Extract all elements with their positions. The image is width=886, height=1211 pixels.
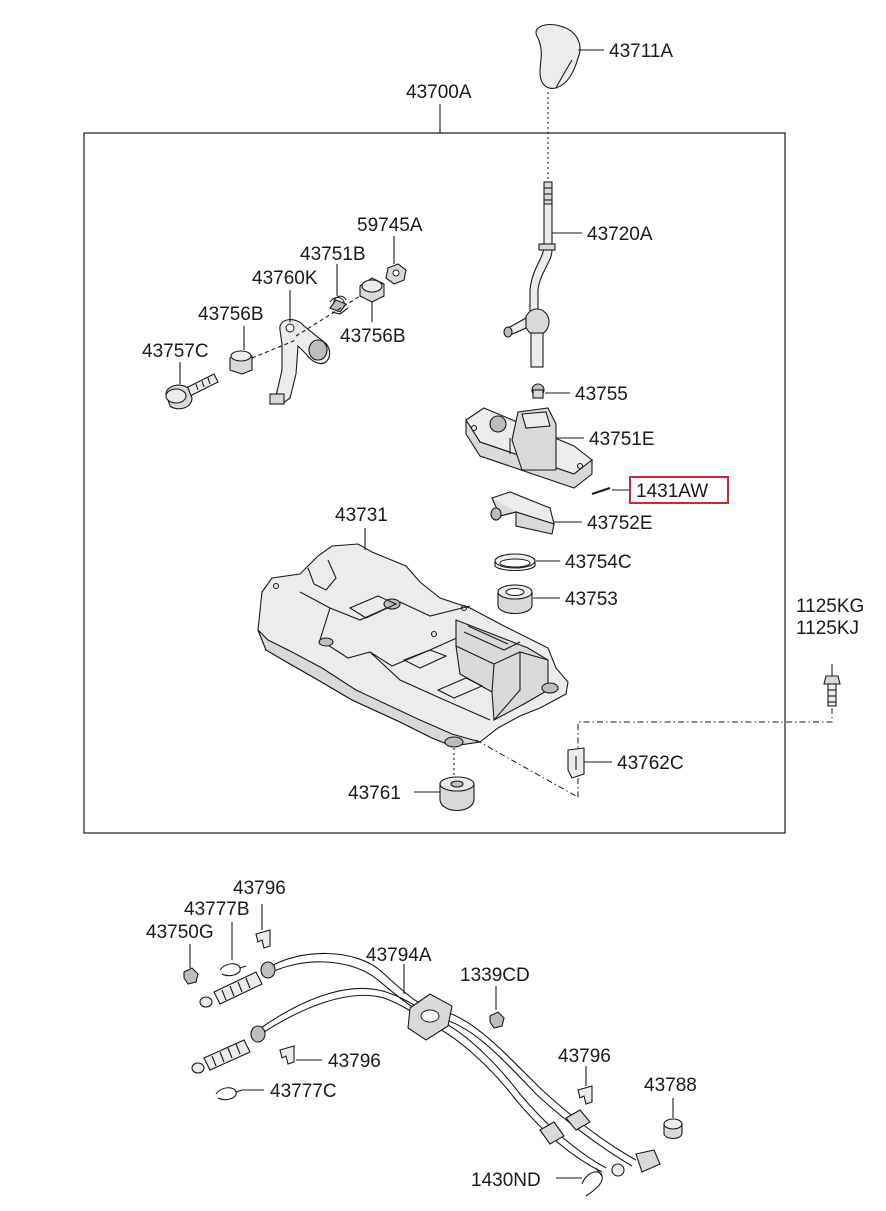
bracket-43752E-part[interactable]	[490, 491, 555, 535]
mount-43761-part[interactable]	[439, 776, 475, 812]
label-43711A[interactable]: 43711A	[609, 41, 673, 62]
lever-housing-part[interactable]	[465, 407, 593, 489]
spring-43751B-part[interactable]	[329, 295, 349, 315]
label-43777B[interactable]: 43777B	[184, 899, 250, 920]
label-43752E[interactable]: 43752E	[587, 513, 653, 534]
label-43754C[interactable]: 43754C	[565, 552, 632, 573]
label-1339CD[interactable]: 1339CD	[460, 965, 530, 986]
label-59745A[interactable]: 59745A	[357, 215, 423, 236]
label-43755[interactable]: 43755	[575, 384, 628, 405]
nut-59745A-part[interactable]	[385, 263, 407, 285]
label-43796-top[interactable]: 43796	[233, 878, 286, 899]
label-43788[interactable]: 43788	[644, 1075, 697, 1096]
assembly-frame	[83, 132, 786, 834]
base-plate-part[interactable]	[257, 543, 569, 748]
shift-lever-part[interactable]	[503, 181, 556, 368]
label-1125KJ[interactable]: 1125KJ	[796, 618, 859, 639]
clip-43777B-part[interactable]	[219, 963, 247, 977]
label-43796-mid[interactable]: 43796	[328, 1051, 381, 1072]
highlight-box	[629, 476, 729, 504]
label-43750G[interactable]: 43750G	[146, 922, 214, 943]
arm-43760K-part[interactable]	[269, 319, 331, 405]
clip-43777C-part[interactable]	[215, 1087, 243, 1101]
pin-1431AW-part[interactable]	[591, 486, 611, 496]
label-43756B-right[interactable]: 43756B	[340, 326, 406, 347]
clip-43762C-part[interactable]	[567, 747, 585, 779]
nut-43750G-part[interactable]	[183, 967, 199, 985]
nut-1339CD-part[interactable]	[489, 1011, 505, 1029]
label-1430ND[interactable]: 1430ND	[471, 1170, 541, 1191]
label-1431AW[interactable]: 1431AW	[636, 481, 708, 502]
shift-knob-part[interactable]	[535, 23, 581, 89]
label-43777C[interactable]: 43777C	[270, 1081, 337, 1102]
bushing-43755-part[interactable]	[531, 383, 545, 399]
label-43756B-left[interactable]: 43756B	[198, 304, 264, 325]
clip-43796-mid-part[interactable]	[279, 1045, 295, 1065]
cable-assembly-part[interactable]	[191, 952, 661, 1177]
pin-43757C-part[interactable]	[165, 373, 219, 410]
label-43796-right[interactable]: 43796	[558, 1046, 611, 1067]
bushing-43753-part[interactable]	[497, 584, 533, 615]
label-43751B[interactable]: 43751B	[300, 244, 366, 265]
label-43760K[interactable]: 43760K	[252, 268, 318, 289]
bushing-43788-part[interactable]	[663, 1118, 683, 1140]
label-43751E[interactable]: 43751E	[589, 429, 655, 450]
label-43700A[interactable]: 43700A	[406, 82, 472, 103]
label-43731[interactable]: 43731	[335, 505, 388, 526]
bolt-1125KG-part[interactable]	[823, 664, 841, 707]
label-43753[interactable]: 43753	[565, 589, 618, 610]
clip-1430ND-part[interactable]	[581, 1167, 603, 1197]
label-43720A[interactable]: 43720A	[587, 224, 653, 245]
label-43762C[interactable]: 43762C	[617, 753, 684, 774]
bushing-43756B-right-part[interactable]	[359, 277, 385, 303]
ring-43754C-part[interactable]	[494, 553, 536, 572]
label-43757C[interactable]: 43757C	[142, 341, 209, 362]
label-43794A[interactable]: 43794A	[366, 945, 432, 966]
clip-43796-right-part[interactable]	[577, 1085, 593, 1105]
label-43761[interactable]: 43761	[348, 783, 401, 804]
clip-43796-top-part[interactable]	[255, 929, 271, 949]
bushing-43756B-left-part[interactable]	[229, 350, 253, 375]
label-1125KG[interactable]: 1125KG	[796, 596, 864, 617]
